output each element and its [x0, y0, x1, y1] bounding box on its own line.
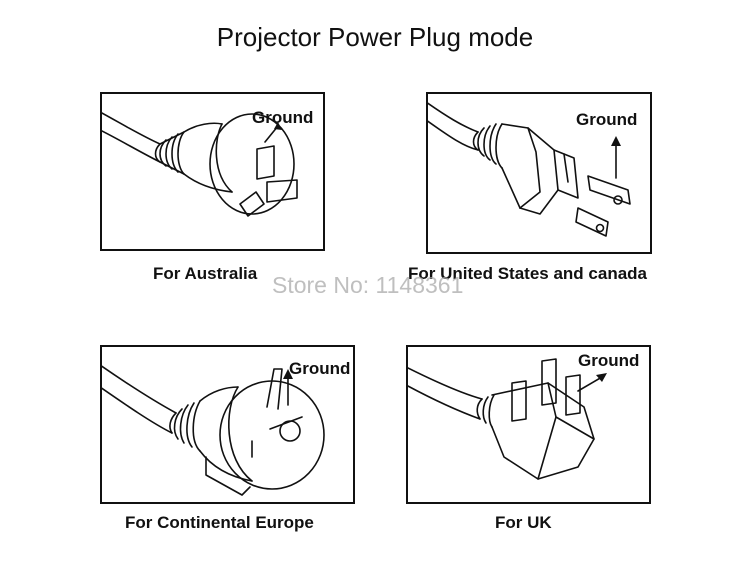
ground-label: Ground [252, 108, 314, 127]
europe-plug-panel: Ground [100, 345, 355, 504]
uk-plug-panel: Ground [406, 345, 651, 504]
page-title: Projector Power Plug mode [216, 22, 534, 52]
caption-uk: For UK [495, 513, 552, 532]
uk-plug-icon [408, 358, 607, 480]
us-plug-panel: Ground [426, 92, 652, 254]
caption-continental-europe: For Continental Europe [125, 513, 314, 532]
europe-plug-icon [102, 365, 325, 496]
ground-label: Ground [576, 110, 638, 129]
caption-australia: For Australia [153, 264, 258, 283]
caption-united-states: For United States and canada [408, 264, 647, 283]
australia-plug-icon [102, 112, 298, 217]
us-plug-icon [428, 102, 631, 237]
store-watermark: Store No: 1148361 [272, 272, 464, 298]
ground-label: Ground [578, 351, 640, 370]
ground-label: Ground [289, 359, 351, 378]
australia-plug-panel: Ground [100, 92, 325, 251]
